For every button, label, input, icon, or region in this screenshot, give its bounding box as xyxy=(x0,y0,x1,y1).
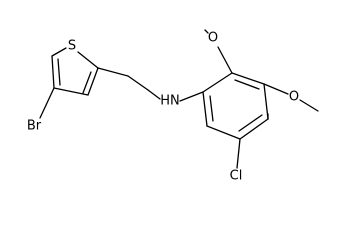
chlorine-label: Cl xyxy=(230,169,243,184)
bond-c2-ch2 xyxy=(97,67,129,77)
bromine-label: Br xyxy=(27,119,42,134)
atom-labels: S Br HN Cl O O xyxy=(27,31,299,184)
chemical-structure: S Br HN Cl O O xyxy=(27,29,319,184)
bond-c4-c5 xyxy=(51,55,55,89)
bond-c4ring-c5ring-inner xyxy=(238,114,263,132)
bond-o-right-ch3 xyxy=(299,99,319,112)
oxygen-right-label: O xyxy=(289,90,299,105)
thiophene-ring xyxy=(51,47,99,96)
bond-c3ring-o-right xyxy=(263,83,289,95)
bond-c2ring-c3ring xyxy=(231,72,265,85)
bond-c2ring-c3ring-inner xyxy=(234,79,260,90)
bond-c4-br xyxy=(39,87,55,119)
bond-c4-c5-inner xyxy=(57,58,61,86)
benzene-ring xyxy=(202,72,269,140)
oxygen-top-label: O xyxy=(208,31,218,46)
sulfur-label: S xyxy=(68,39,76,54)
bond-c5-s xyxy=(51,47,67,57)
substituent-bonds xyxy=(39,67,204,119)
bond-c2-c3-inner xyxy=(82,71,92,94)
bond-c5ring-c6ring xyxy=(206,125,241,140)
bond-c4ring-c5ring xyxy=(239,118,269,140)
ring-substituent-bonds xyxy=(204,29,319,169)
bond-ch2-n xyxy=(147,89,161,100)
amine-label: HN xyxy=(160,94,180,109)
bond-c5ring-cl xyxy=(236,138,241,169)
bond-o-top-ch3 xyxy=(204,29,209,34)
bond-c2ring-o-top xyxy=(217,46,233,74)
bond-c3-c4 xyxy=(53,87,89,96)
bond-c6ring-c1-inner xyxy=(209,95,214,122)
bond-s-c2 xyxy=(77,51,99,69)
bond-ch2-ch2b xyxy=(127,75,149,91)
bond-c2-c3 xyxy=(87,67,99,96)
bond-n-c1 xyxy=(179,91,204,102)
bond-c3ring-c4ring xyxy=(263,83,269,120)
bond-c1-c2ring xyxy=(202,72,233,93)
bond-c6ring-c1 xyxy=(202,91,208,127)
